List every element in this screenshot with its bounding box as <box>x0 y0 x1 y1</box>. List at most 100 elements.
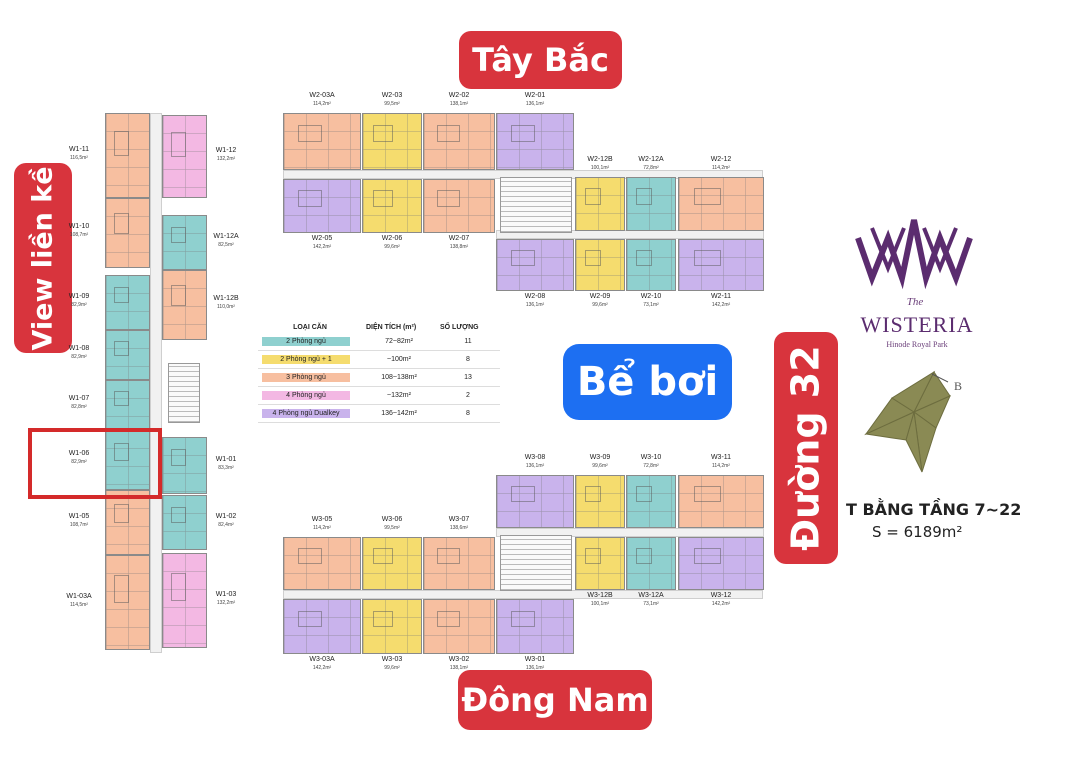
unit-area-label: 82,4m² <box>218 521 234 528</box>
unit-w2-03a <box>283 113 361 170</box>
compass-icon: B <box>864 370 962 473</box>
unit-code-label: W2-09 <box>589 293 611 300</box>
unit-w3-01 <box>496 599 574 654</box>
corridor-w3-upper <box>496 528 764 537</box>
unit-code-label: W2-10 <box>640 293 662 300</box>
unit-code-label: W1-10 <box>68 223 90 230</box>
unit-w1-09 <box>105 275 150 330</box>
unit-w1-12a <box>162 215 207 270</box>
unit-code-label: W2-07 <box>448 235 470 242</box>
unit-area-label: 138,1m² <box>449 665 469 671</box>
legend-row: 3 Phòng ngủ 108~138m² 13 <box>258 368 500 387</box>
unit-area-label: 142,2m² <box>711 302 731 308</box>
unit-w2-12b <box>575 177 625 231</box>
unit-code-label: W2-11 <box>710 293 732 300</box>
floor-plan-area: S = 6189m² <box>872 523 963 541</box>
unit-code-label: W2-08 <box>524 293 546 300</box>
unit-w3-08 <box>496 475 574 528</box>
unit-area-label: 72,8m² <box>643 463 659 469</box>
unit-w2-03 <box>362 113 422 170</box>
unit-code-label: W2-12 <box>710 156 732 163</box>
label-dong-nam: Đông Nam <box>458 670 652 730</box>
unit-area-label: 136,1m² <box>525 665 545 671</box>
unit-w1-03a <box>105 555 150 650</box>
unit-area-label: 82,9m² <box>71 354 87 360</box>
unit-area-label: 100,1m² <box>590 601 610 607</box>
unit-w1-08 <box>105 330 150 380</box>
unit-area-label: 99,6m² <box>384 244 400 250</box>
unit-code-label: W3-08 <box>524 454 546 461</box>
legend-area: 72~82m² <box>362 333 436 351</box>
unit-code-label: W2-03 <box>381 92 403 99</box>
unit-code-label: W3-03 <box>381 656 403 663</box>
unit-code-label: W1-12A <box>213 232 239 240</box>
unit-w1-03 <box>162 553 207 648</box>
unit-area-label: 136,1m² <box>525 302 545 308</box>
unit-area-label: 82,5m² <box>218 241 234 248</box>
label-view-lien-ke: View liền kề <box>14 163 72 353</box>
unit-code-label: W3-10 <box>640 454 662 461</box>
legend-header-type: LOẠI CĂN <box>293 324 327 331</box>
unit-area-label: 72,8m² <box>643 165 659 171</box>
unit-code-label: W1-07 <box>68 395 90 402</box>
unit-area-label: 138,8m² <box>449 244 469 250</box>
legend-row: 4 Phòng ngủ Dualkey 136~142m² 8 <box>258 404 500 423</box>
unit-area-label: 114,2m² <box>313 101 331 107</box>
unit-area-label: 142,2m² <box>312 244 332 250</box>
unit-code-label: W2-03A <box>309 92 335 99</box>
unit-area-label: 132,2m² <box>216 599 236 606</box>
unit-code-label: W1-12B <box>213 295 239 302</box>
label-tay-bac: Tây Bắc <box>459 31 622 89</box>
unit-area-label: 99,6m² <box>592 302 608 308</box>
unit-code-label: W3-05 <box>311 516 333 523</box>
unit-code-label: W3-07 <box>448 516 470 523</box>
unit-code-label: W1-06 <box>68 450 90 457</box>
legend-row: 4 Phòng ngủ ~132m² 2 <box>258 386 500 405</box>
unit-code-label: W1-03 <box>215 590 237 598</box>
unit-code-label: W2-06 <box>381 235 403 242</box>
unit-code-label: W2-05 <box>311 235 333 242</box>
unit-area-label: 99,5m² <box>384 101 400 107</box>
unit-area-label: 136,1m² <box>525 463 545 469</box>
view-lien-ke-text: View liền kề <box>27 165 59 351</box>
unit-code-label: W1-05 <box>68 512 90 520</box>
unit-area-label: 142,2m² <box>312 665 332 671</box>
unit-code-label: W1-08 <box>68 345 90 352</box>
unit-code-label: W3-11 <box>710 454 732 461</box>
unit-code-label: W3-12B <box>587 592 613 599</box>
unit-w2-11 <box>678 239 764 291</box>
legend-header-count: SỐ LƯỢNG <box>440 324 479 331</box>
wisteria-logo-icon <box>855 219 973 290</box>
legend-type: 2 Phòng ngủ + 1 <box>262 355 350 364</box>
unit-area-label: 136,1m² <box>525 101 545 107</box>
unit-w3-12b <box>575 537 625 590</box>
unit-area-label: 99,5m² <box>384 525 400 531</box>
unit-code-label: W3-02 <box>448 656 470 663</box>
unit-area-label: 114,2m² <box>712 165 730 171</box>
legend-count: 8 <box>436 350 500 369</box>
core-w3 <box>500 535 572 591</box>
unit-code-label: W1-09 <box>68 292 90 300</box>
unit-w2-07 <box>423 179 495 233</box>
legend-header-area: DIỆN TÍCH (m²) <box>366 324 417 331</box>
legend-row: 2 Phòng ngủ + 1 ~100m² 8 <box>258 350 500 369</box>
unit-w3-03a <box>283 599 361 654</box>
unit-area-label: 83,3m² <box>218 464 234 471</box>
legend-row: 2 Phòng ngủ 72~82m² 11 <box>258 333 500 351</box>
unit-code-label: W1-02 <box>215 512 237 520</box>
unit-w2-01 <box>496 113 574 170</box>
core-w2 <box>500 177 572 233</box>
legend-area: 136~142m² <box>362 404 436 423</box>
unit-area-label: 73,1m² <box>643 302 659 308</box>
legend-count: 8 <box>436 404 500 423</box>
unit-w2-08 <box>496 239 574 291</box>
unit-area-label: 142,2m² <box>711 601 731 607</box>
brand-name: WISTERIA <box>860 312 974 337</box>
brand-the: The <box>906 296 924 308</box>
unit-area-label: 73,1m² <box>643 601 659 607</box>
unit-code-label: W2-01 <box>524 92 546 99</box>
unit-w2-06 <box>362 179 422 233</box>
unit-w1-01 <box>162 437 207 494</box>
brand-sub: Hinode Royal Park <box>886 340 948 349</box>
svg-text:B: B <box>954 379 962 393</box>
